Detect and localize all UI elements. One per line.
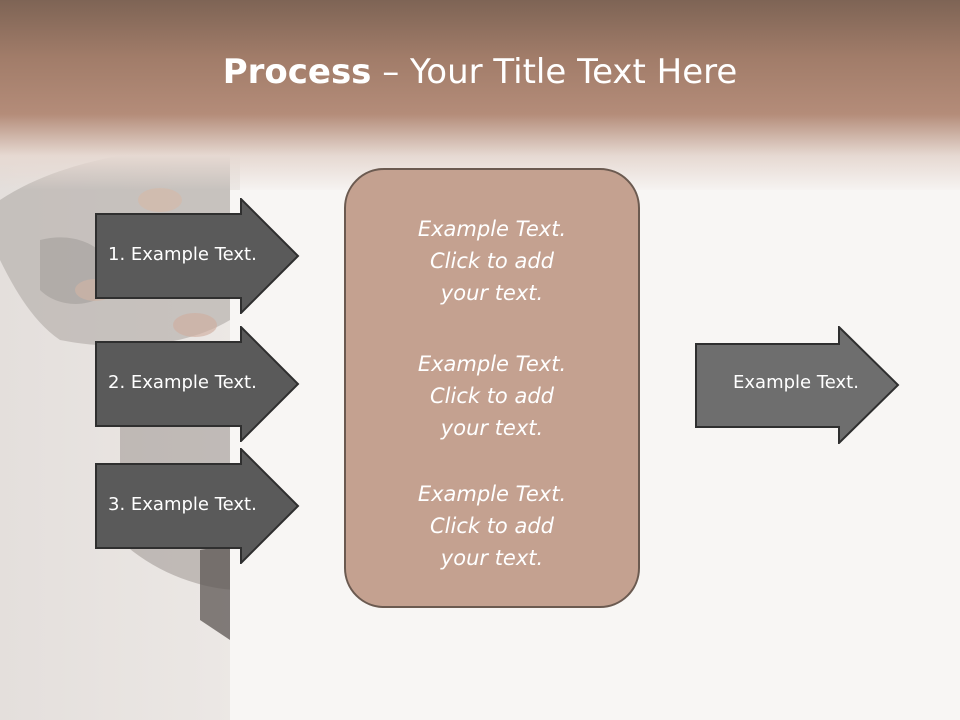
arrow-label-3: 3. Example Text. <box>108 494 257 515</box>
title-bold: Process <box>222 52 372 92</box>
right-arrow-label: Example Text. <box>733 372 859 393</box>
center-text-block-1: Example Text. Click to add your text. <box>417 217 567 305</box>
slide-title: Process – Your Title Text Here <box>0 52 960 92</box>
title-banner <box>0 0 960 190</box>
arrow-shape-1[interactable] <box>95 198 300 314</box>
arrow-shape-2[interactable] <box>95 326 300 442</box>
arrow-label-1: 1. Example Text. <box>108 244 257 265</box>
arrow-label-2: 2. Example Text. <box>108 372 257 393</box>
center-text-box[interactable] <box>344 168 640 608</box>
center-text-block-3: Example Text. Click to add your text. <box>417 482 567 570</box>
arrow-shape-right[interactable] <box>695 326 900 444</box>
title-rest: – Your Title Text Here <box>371 52 738 92</box>
arrow-shape-3[interactable] <box>95 448 300 564</box>
center-text-block-2: Example Text. Click to add your text. <box>417 352 567 440</box>
